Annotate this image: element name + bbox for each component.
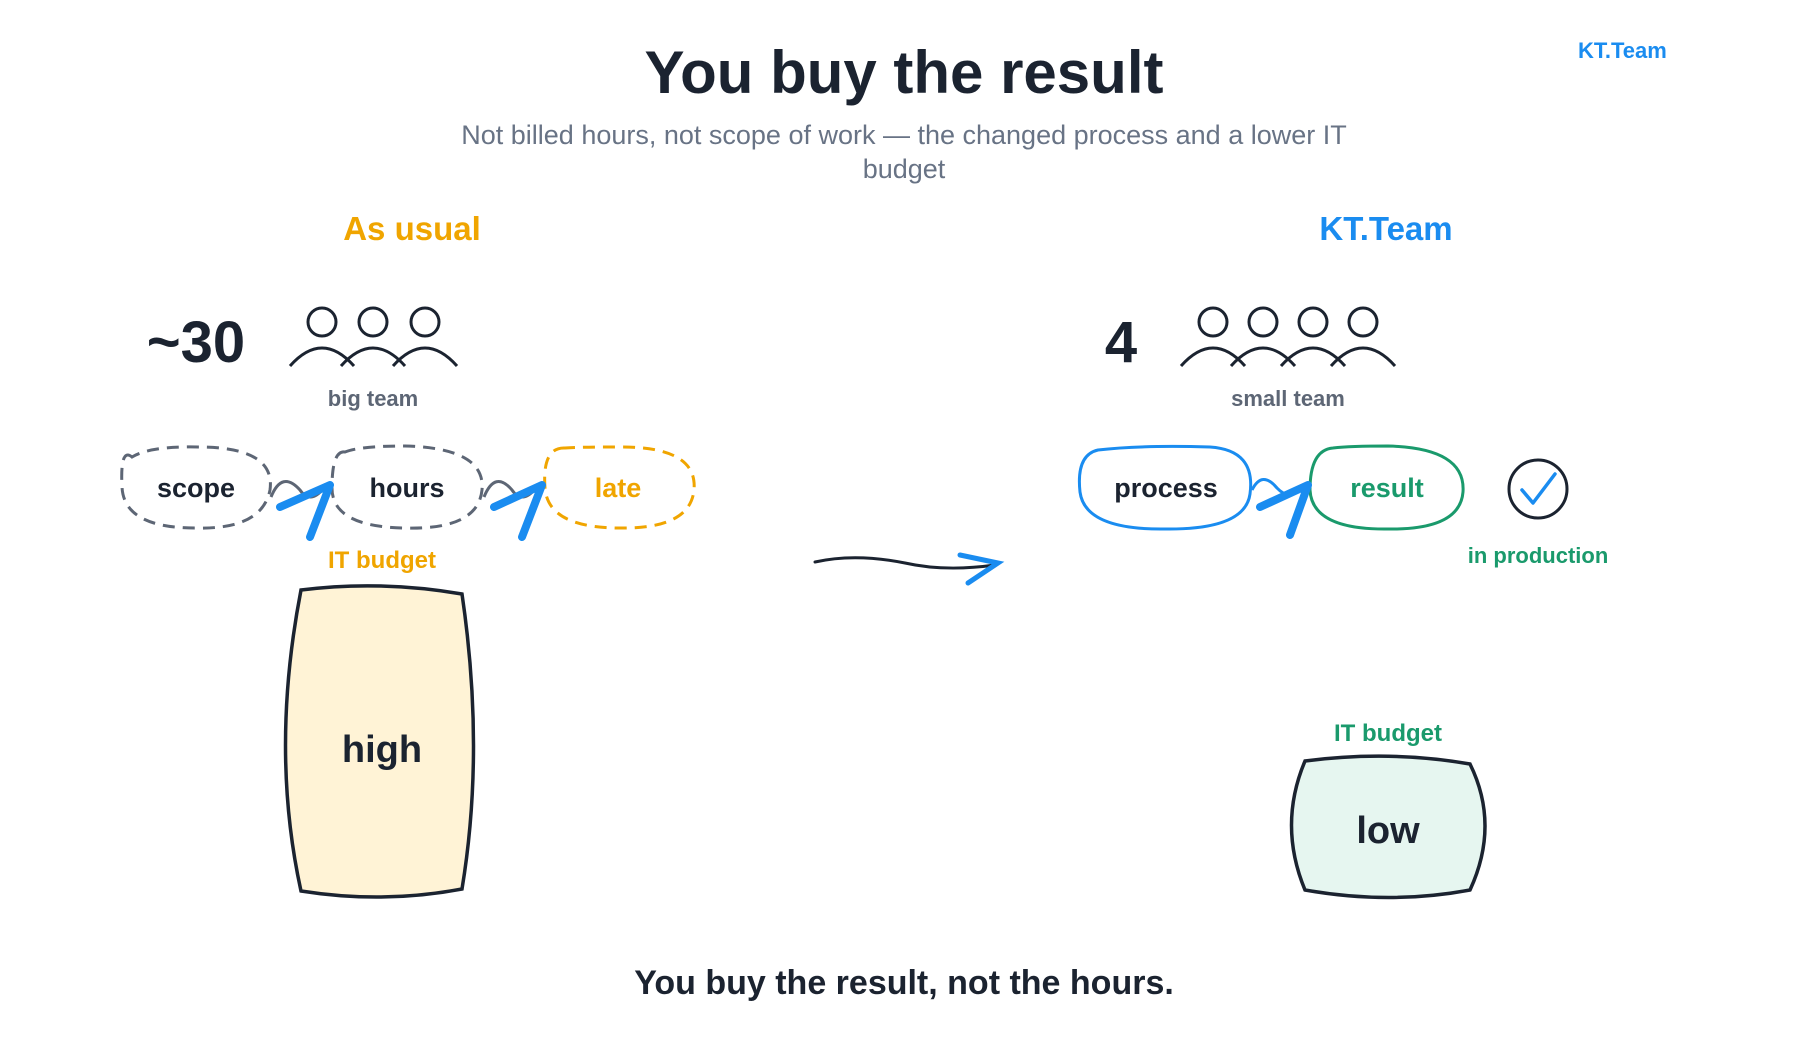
transition-arrow bbox=[813, 552, 1005, 586]
right-flow: process result in production bbox=[1077, 444, 1609, 568]
low-budget-shape bbox=[1289, 754, 1487, 900]
check-circle-icon bbox=[1507, 458, 1569, 520]
left-flow: scope hours late bbox=[120, 444, 696, 541]
scope-hours-arrow bbox=[276, 481, 334, 541]
result-label: result bbox=[1350, 473, 1424, 503]
check-icon bbox=[1520, 472, 1557, 505]
right-budget-value: low bbox=[1356, 810, 1420, 852]
process-label: process bbox=[1114, 473, 1218, 503]
hours-late-arrow bbox=[490, 481, 546, 541]
left-team-label: big team bbox=[328, 386, 418, 411]
process-node bbox=[1077, 444, 1253, 531]
brand-logo-text: KT.Team bbox=[1578, 38, 1667, 63]
process-result-arrow bbox=[1256, 481, 1312, 539]
bottom-tagline: You buy the result, not the hours. bbox=[634, 964, 1174, 1002]
page-title: You buy the result bbox=[644, 39, 1164, 106]
hours-label: hours bbox=[369, 473, 444, 503]
late-label: late bbox=[595, 473, 642, 503]
in-production-label: in production bbox=[1468, 543, 1609, 568]
right-budget-label: IT budget bbox=[1334, 720, 1442, 747]
page-subtitle: Not billed hours, not scope of work — th… bbox=[461, 120, 1347, 184]
left-team-count: ~30 bbox=[147, 310, 245, 375]
scope-label: scope bbox=[157, 473, 235, 503]
left-heading: As usual bbox=[343, 210, 481, 247]
scope-node bbox=[120, 445, 272, 530]
high-budget-shape bbox=[283, 584, 476, 899]
right-heading: KT.Team bbox=[1319, 210, 1452, 247]
right-team-label: small team bbox=[1231, 386, 1345, 411]
left-budget-value: high bbox=[342, 729, 422, 771]
big-team-icon bbox=[288, 306, 459, 367]
left-budget-label: IT budget bbox=[328, 547, 436, 574]
right-team-count: 4 bbox=[1105, 310, 1137, 375]
small-team-icon bbox=[1179, 306, 1397, 367]
